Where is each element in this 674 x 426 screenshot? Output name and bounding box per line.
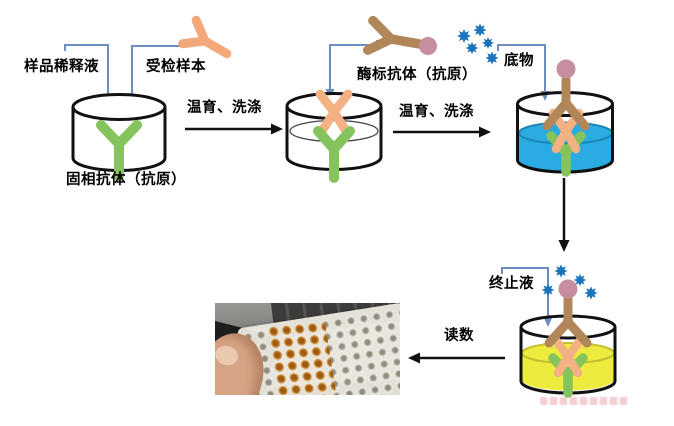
process-arrowheads	[271, 123, 570, 364]
label-sample-diluent: 样品稀释液	[24, 58, 99, 75]
enzyme-antibody-icon	[544, 294, 592, 348]
substrate-star-icon	[485, 51, 499, 65]
substrate-arrow	[497, 44, 546, 92]
label-substrate: 底物	[504, 52, 534, 69]
arrowhead-icon	[408, 352, 420, 364]
substrate-star-icon	[457, 29, 471, 43]
arrowhead-icon	[558, 240, 570, 252]
capture-antibody-icon	[548, 353, 588, 398]
sample-antigen-icon	[315, 89, 353, 136]
substrate-star-cluster	[457, 23, 499, 65]
label-incubate-wash-1: 温育、洗涤	[187, 99, 262, 116]
well-2-sample-bound	[285, 89, 383, 183]
substrate-star-icon	[482, 37, 494, 49]
enzyme-ball-icon	[556, 59, 576, 79]
sample-diluent-arrow	[64, 44, 109, 96]
microplate-photo	[215, 303, 400, 395]
substrate-star-icon	[541, 283, 555, 297]
test-sample-antibody-icon	[178, 15, 232, 59]
process-arrows	[185, 127, 566, 360]
enzyme-ball-icon	[558, 279, 578, 299]
label-test-sample: 受检样本	[146, 58, 206, 75]
label-incubate-wash-2: 温育、洗涤	[399, 103, 474, 120]
well-4-stopped-reaction	[519, 264, 617, 398]
arrowhead-icon	[479, 126, 491, 138]
arrowhead-icon	[271, 123, 283, 135]
substrate-star-icon	[584, 286, 598, 300]
enzyme-antibody-icon	[542, 75, 590, 131]
watermark	[540, 397, 628, 405]
label-enzyme-antibody: 酶标抗体（抗原）	[357, 66, 477, 83]
enzyme-antibody-icon	[362, 15, 437, 55]
well-3-substrate-reaction	[516, 59, 614, 177]
well-1-solid-phase	[71, 93, 167, 181]
substrate-star-icon	[554, 264, 568, 278]
label-read: 读数	[444, 327, 474, 344]
fingernail	[215, 343, 241, 368]
label-solid-phase-antibody: 固相抗体（抗原）	[66, 171, 186, 188]
sample-antigen-icon	[550, 334, 586, 378]
arrowhead-icon	[543, 317, 553, 327]
substrate-star-icon	[465, 41, 479, 55]
substrate-star-icon	[573, 273, 587, 287]
enzyme-ball-icon	[419, 37, 437, 55]
capture-antibody-icon	[96, 120, 142, 181]
substrate-star-icon	[473, 23, 487, 37]
label-stop-solution: 终止液	[489, 275, 534, 292]
capture-antibody-icon	[313, 126, 355, 183]
